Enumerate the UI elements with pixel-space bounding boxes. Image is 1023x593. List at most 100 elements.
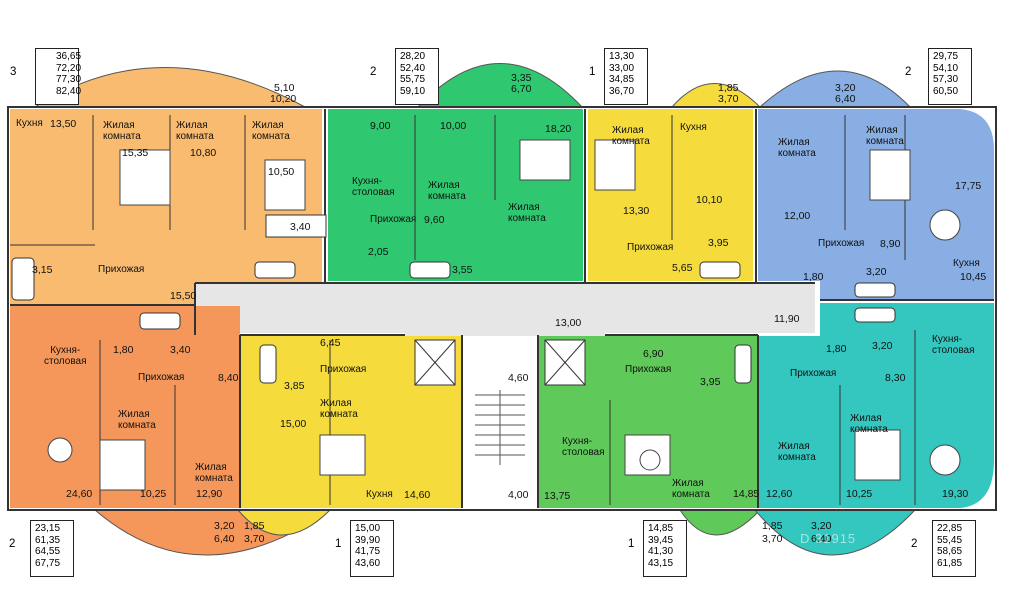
apartment-top-right1 xyxy=(588,109,753,281)
room-count: 2 xyxy=(370,66,377,78)
room-area: 3,55 xyxy=(452,264,473,276)
area-value: 52,40 xyxy=(400,62,426,74)
balcony-bottom-left2 xyxy=(236,509,332,536)
room-label: Прихожая xyxy=(98,264,145,275)
balcony-area: 3,35 xyxy=(511,72,532,84)
area-value: 23,15 xyxy=(35,523,61,534)
room-area: 24,60 xyxy=(66,488,93,500)
balcony-area: 1,85 xyxy=(718,82,739,94)
room-area: 1,80 xyxy=(826,343,847,355)
corridor-area: 11,90 xyxy=(774,313,800,325)
room-label: Кухня-столовая xyxy=(932,334,975,356)
room-area: 15,35 xyxy=(122,147,149,159)
room-label: Прихожая xyxy=(790,368,837,379)
balcony-area: 3,20 xyxy=(811,520,832,532)
area-value: 29,75 xyxy=(933,51,959,62)
room-area: 10,50 xyxy=(268,166,295,178)
room-area: 13,75 xyxy=(544,490,571,502)
room-area: 8,90 xyxy=(880,238,901,250)
room-label: Кухня xyxy=(16,118,43,129)
room-label: Кухня-столовая xyxy=(562,436,605,458)
room-area: 10,00 xyxy=(440,120,467,132)
area-value: 57,30 xyxy=(933,74,959,85)
balcony-top-right1 xyxy=(670,83,762,108)
room-area: 3,40 xyxy=(290,221,311,233)
room-label: Прихожая xyxy=(320,364,367,375)
legend-box-bottom-left: 2 23,15 61,35 64,55 67,75 xyxy=(9,520,74,577)
room-area: 6,45 xyxy=(320,337,341,349)
balcony-area: 3,70 xyxy=(718,93,739,105)
legend-box-bottom-right2: 2 22,85 55,45 58,65 61,85 xyxy=(911,520,976,577)
room-area: 10,25 xyxy=(846,488,873,500)
balcony-area: 1,85 xyxy=(762,520,783,532)
room-area: 6,90 xyxy=(643,348,664,360)
room-label: Кухня-столовая xyxy=(44,345,87,367)
balcony-area: 3,70 xyxy=(244,533,265,545)
room-area: 12,00 xyxy=(784,210,811,222)
balcony-area: 6,40 xyxy=(214,533,235,545)
room-label: Кухня xyxy=(366,489,393,500)
room-area: 13,50 xyxy=(50,118,77,130)
room-area: 9,00 xyxy=(370,120,391,132)
room-area: 3,15 xyxy=(32,264,53,276)
room-area: 10,80 xyxy=(190,147,217,159)
room-area: 12,90 xyxy=(196,488,223,500)
area-value: 33,00 xyxy=(609,62,635,74)
legend-box-bottom-center: 1 15,00 39,90 41,75 43,60 xyxy=(335,520,394,577)
balcony-area: 6,70 xyxy=(511,83,532,95)
room-area: 13,30 xyxy=(623,205,650,217)
balcony-bottom-right2 xyxy=(753,509,917,556)
area-value: 60,50 xyxy=(933,85,959,97)
area-value: 55,45 xyxy=(937,534,963,546)
apartment-top-center xyxy=(328,109,583,281)
room-area: 14,85 xyxy=(733,488,760,500)
room-label: Прихожая xyxy=(370,214,417,225)
room-area: 8,40 xyxy=(218,372,239,384)
room-area: 18,20 xyxy=(545,123,572,135)
area-value: 36,70 xyxy=(609,85,635,97)
room-area: 5,65 xyxy=(672,262,693,274)
area-value: 58,65 xyxy=(937,546,963,557)
room-count: 2 xyxy=(911,538,918,550)
room-area: 2,05 xyxy=(368,246,389,258)
room-area: 3,95 xyxy=(708,237,729,249)
legend-box-top-center: 2 28,20 52,40 55,75 59,10 xyxy=(370,48,439,105)
balcony-area: 6,40 xyxy=(811,533,832,545)
stairs-area: 4,00 xyxy=(508,489,529,501)
room-count: 3 xyxy=(10,66,17,78)
room-area: 3,20 xyxy=(872,340,893,352)
balcony-top-right2 xyxy=(758,70,912,108)
legend-box-bottom-right1: 1 14,85 39,45 41,30 43,15 xyxy=(628,520,687,577)
balcony-area: 10,20 xyxy=(270,93,297,105)
area-value: 54,10 xyxy=(933,62,959,74)
area-value: 72,20 xyxy=(56,62,82,74)
balcony-area: 5,10 xyxy=(274,82,295,94)
area-value: 59,10 xyxy=(400,85,426,97)
area-value: 22,85 xyxy=(937,523,963,534)
room-area: 14,60 xyxy=(404,489,431,501)
room-area: 1,80 xyxy=(803,271,824,283)
balcony-area: 3,20 xyxy=(835,82,856,94)
room-count: 2 xyxy=(905,66,912,78)
room-area: 3,20 xyxy=(866,266,887,278)
watermark: D 31915 xyxy=(800,531,857,546)
area-value: 67,75 xyxy=(35,557,61,569)
lift-hall-area: 4,60 xyxy=(508,372,529,384)
room-count: 2 xyxy=(9,538,16,550)
balcony-area: 3,20 xyxy=(214,520,235,532)
room-label: Прихожая xyxy=(138,372,185,383)
balcony-area: 3,70 xyxy=(762,533,783,545)
apartment-top-right2 xyxy=(758,109,994,300)
area-value: 43,60 xyxy=(355,557,381,569)
lift-lobby xyxy=(405,320,605,340)
room-label: Прихожая xyxy=(627,242,674,253)
